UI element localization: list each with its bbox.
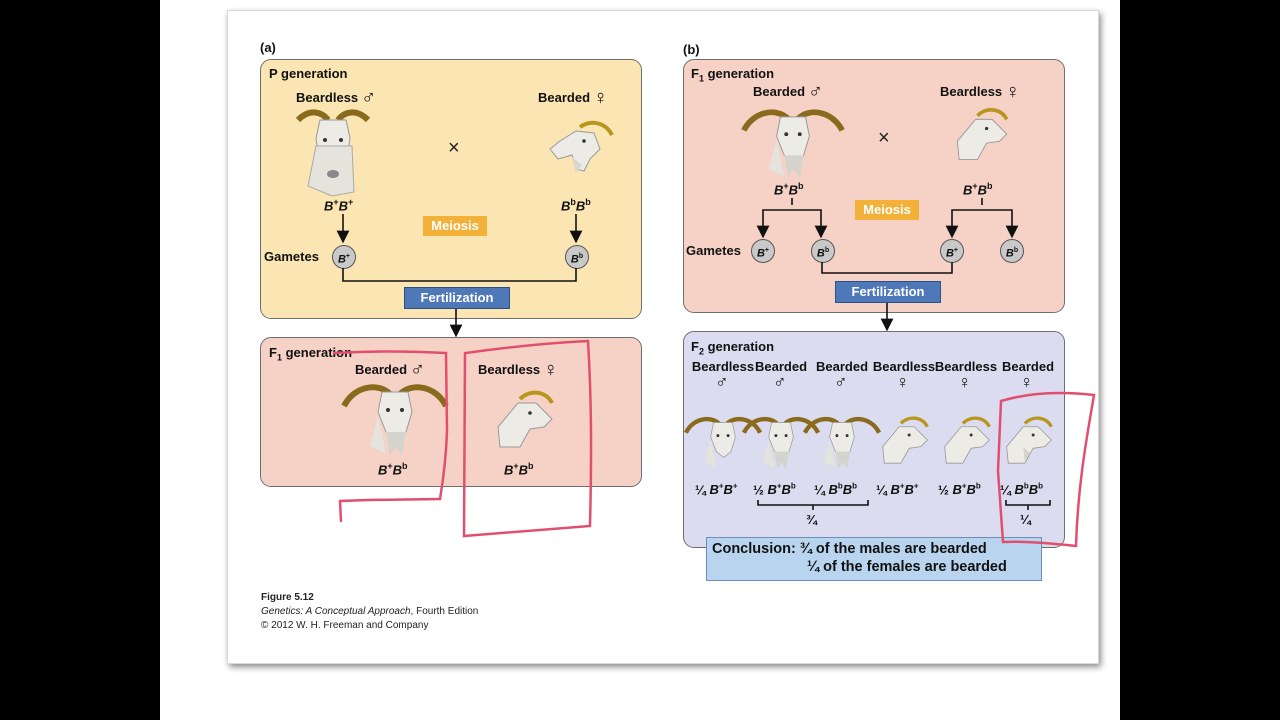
goat-icon-f1-male-bearded-a (341, 384, 449, 456)
f2-offspring-label: Bearded (754, 359, 808, 374)
female-symbol: ♀ (1020, 372, 1034, 392)
p-male-label: Beardless♂ (296, 87, 377, 109)
goat-icon-p-male-beardless (295, 109, 371, 197)
goat-icon-female-beardless (944, 416, 991, 464)
panel-a-letter: (a) (260, 40, 276, 55)
p-generation-title: P generation (269, 66, 348, 81)
f1-generation-title-b: F1 generation (691, 66, 775, 84)
figure-number: Figure 5.12 (261, 592, 314, 603)
male-symbol: ♂ (834, 372, 848, 392)
fertilization-label-a: Fertilization (404, 287, 510, 309)
p-female-label: Bearded♀ (538, 87, 609, 109)
f1-generation-box-b (683, 59, 1065, 313)
females-bearded-fraction: ¼ (1020, 512, 1031, 527)
male-symbol: ♂ (361, 87, 377, 109)
f1-female-genotype-b: B+Bb (963, 181, 993, 198)
female-symbol: ♀ (896, 372, 910, 392)
f2-offspring-label: Beardless (934, 359, 998, 374)
conclusion-line-2: ¼ of the females are bearded (807, 559, 1007, 575)
gametes-label-a: Gametes (264, 249, 319, 264)
goat-icon-male-bearded (802, 416, 882, 470)
conclusion-line-1: Conclusion: ¾ of the males are bearded (712, 541, 987, 557)
f1-male-genotype-a: B+Bb (378, 461, 408, 478)
f1-male-label-a: Bearded♂ (355, 359, 426, 381)
f1-generation-title-a: F1 generation (269, 345, 353, 363)
meiosis-label-b: Meiosis (855, 200, 919, 220)
f2-genotype-fraction: ½ B+Bb (753, 482, 796, 498)
male-symbol: ♂ (715, 372, 729, 392)
meiosis-label-a: Meiosis (423, 216, 487, 236)
fertilization-label-b: Fertilization (835, 281, 941, 303)
f2-genotype-fraction: ½ B+Bb (938, 482, 981, 498)
goat-icon-p-female-bearded (549, 120, 614, 173)
gamete-b-b-a: Bb (565, 245, 589, 269)
goat-icon-female-beardless (882, 416, 929, 464)
f2-genotype-fraction: ¼ BbBb (814, 482, 858, 498)
f1-female-label-b: Beardless♀ (940, 81, 1021, 103)
gamete-b-b-b1: Bb (811, 239, 835, 263)
gametes-label-b: Gametes (686, 243, 741, 258)
f2-offspring-label: Bearded (1001, 359, 1055, 374)
f1-female-label-a: Beardless♀ (478, 359, 559, 381)
males-bearded-fraction: ¾ (806, 512, 817, 527)
f1-female-genotype-a: B+Bb (504, 461, 534, 478)
f1-generation-box-a (260, 337, 642, 487)
f2-offspring-label: Beardless (872, 359, 936, 374)
figure-sheet: (a) P generation Beardless♂ Bearded♀ × B… (227, 10, 1099, 664)
panel-b-letter: (b) (683, 42, 700, 57)
goat-icon-f1-male-bearded-b (741, 109, 845, 179)
cross-symbol-b: × (878, 127, 890, 149)
connector-lines (332, 198, 1096, 548)
f2-offspring-label: Beardless (691, 359, 755, 374)
f2-genotype-fraction: ¼ B+B+ (695, 482, 738, 498)
f2-generation-title: F2 generation (691, 339, 775, 357)
f1-male-genotype-b: B+Bb (774, 181, 804, 198)
goat-icon-f1-female-beardless-a (497, 390, 554, 448)
f2-offspring-label: Bearded (815, 359, 869, 374)
f1-male-label-b: Bearded♂ (753, 81, 824, 103)
goat-icon-male-beardless (683, 416, 763, 468)
book-title: Genetics: A Conceptual Approach, Fourth … (261, 606, 479, 617)
p-female-genotype: BbBb (561, 197, 591, 214)
conclusion-box: Conclusion: ¾ of the males are bearded ¼… (706, 537, 1042, 581)
goat-icon-male-bearded (741, 416, 821, 470)
goat-icon-f1-female-beardless-b (956, 108, 1009, 161)
male-symbol: ♂ (773, 372, 787, 392)
p-male-genotype: B+B+ (324, 197, 354, 214)
goat-icon-female-bearded (1006, 416, 1053, 464)
gamete-b-plus-b1: B+ (751, 239, 775, 263)
f2-genotype-fraction: ¼ BbBb (1000, 482, 1044, 498)
f2-genotype-fraction: ¼ B+B+ (876, 482, 919, 498)
gamete-b-plus-a: B+ (332, 245, 356, 269)
gamete-b-b-b2: Bb (1000, 239, 1024, 263)
copyright: © 2012 W. H. Freeman and Company (261, 620, 429, 631)
red-annotation-marks (332, 339, 1096, 548)
female-symbol: ♀ (593, 87, 609, 109)
cross-symbol-a: × (448, 137, 460, 159)
female-symbol: ♀ (958, 372, 972, 392)
